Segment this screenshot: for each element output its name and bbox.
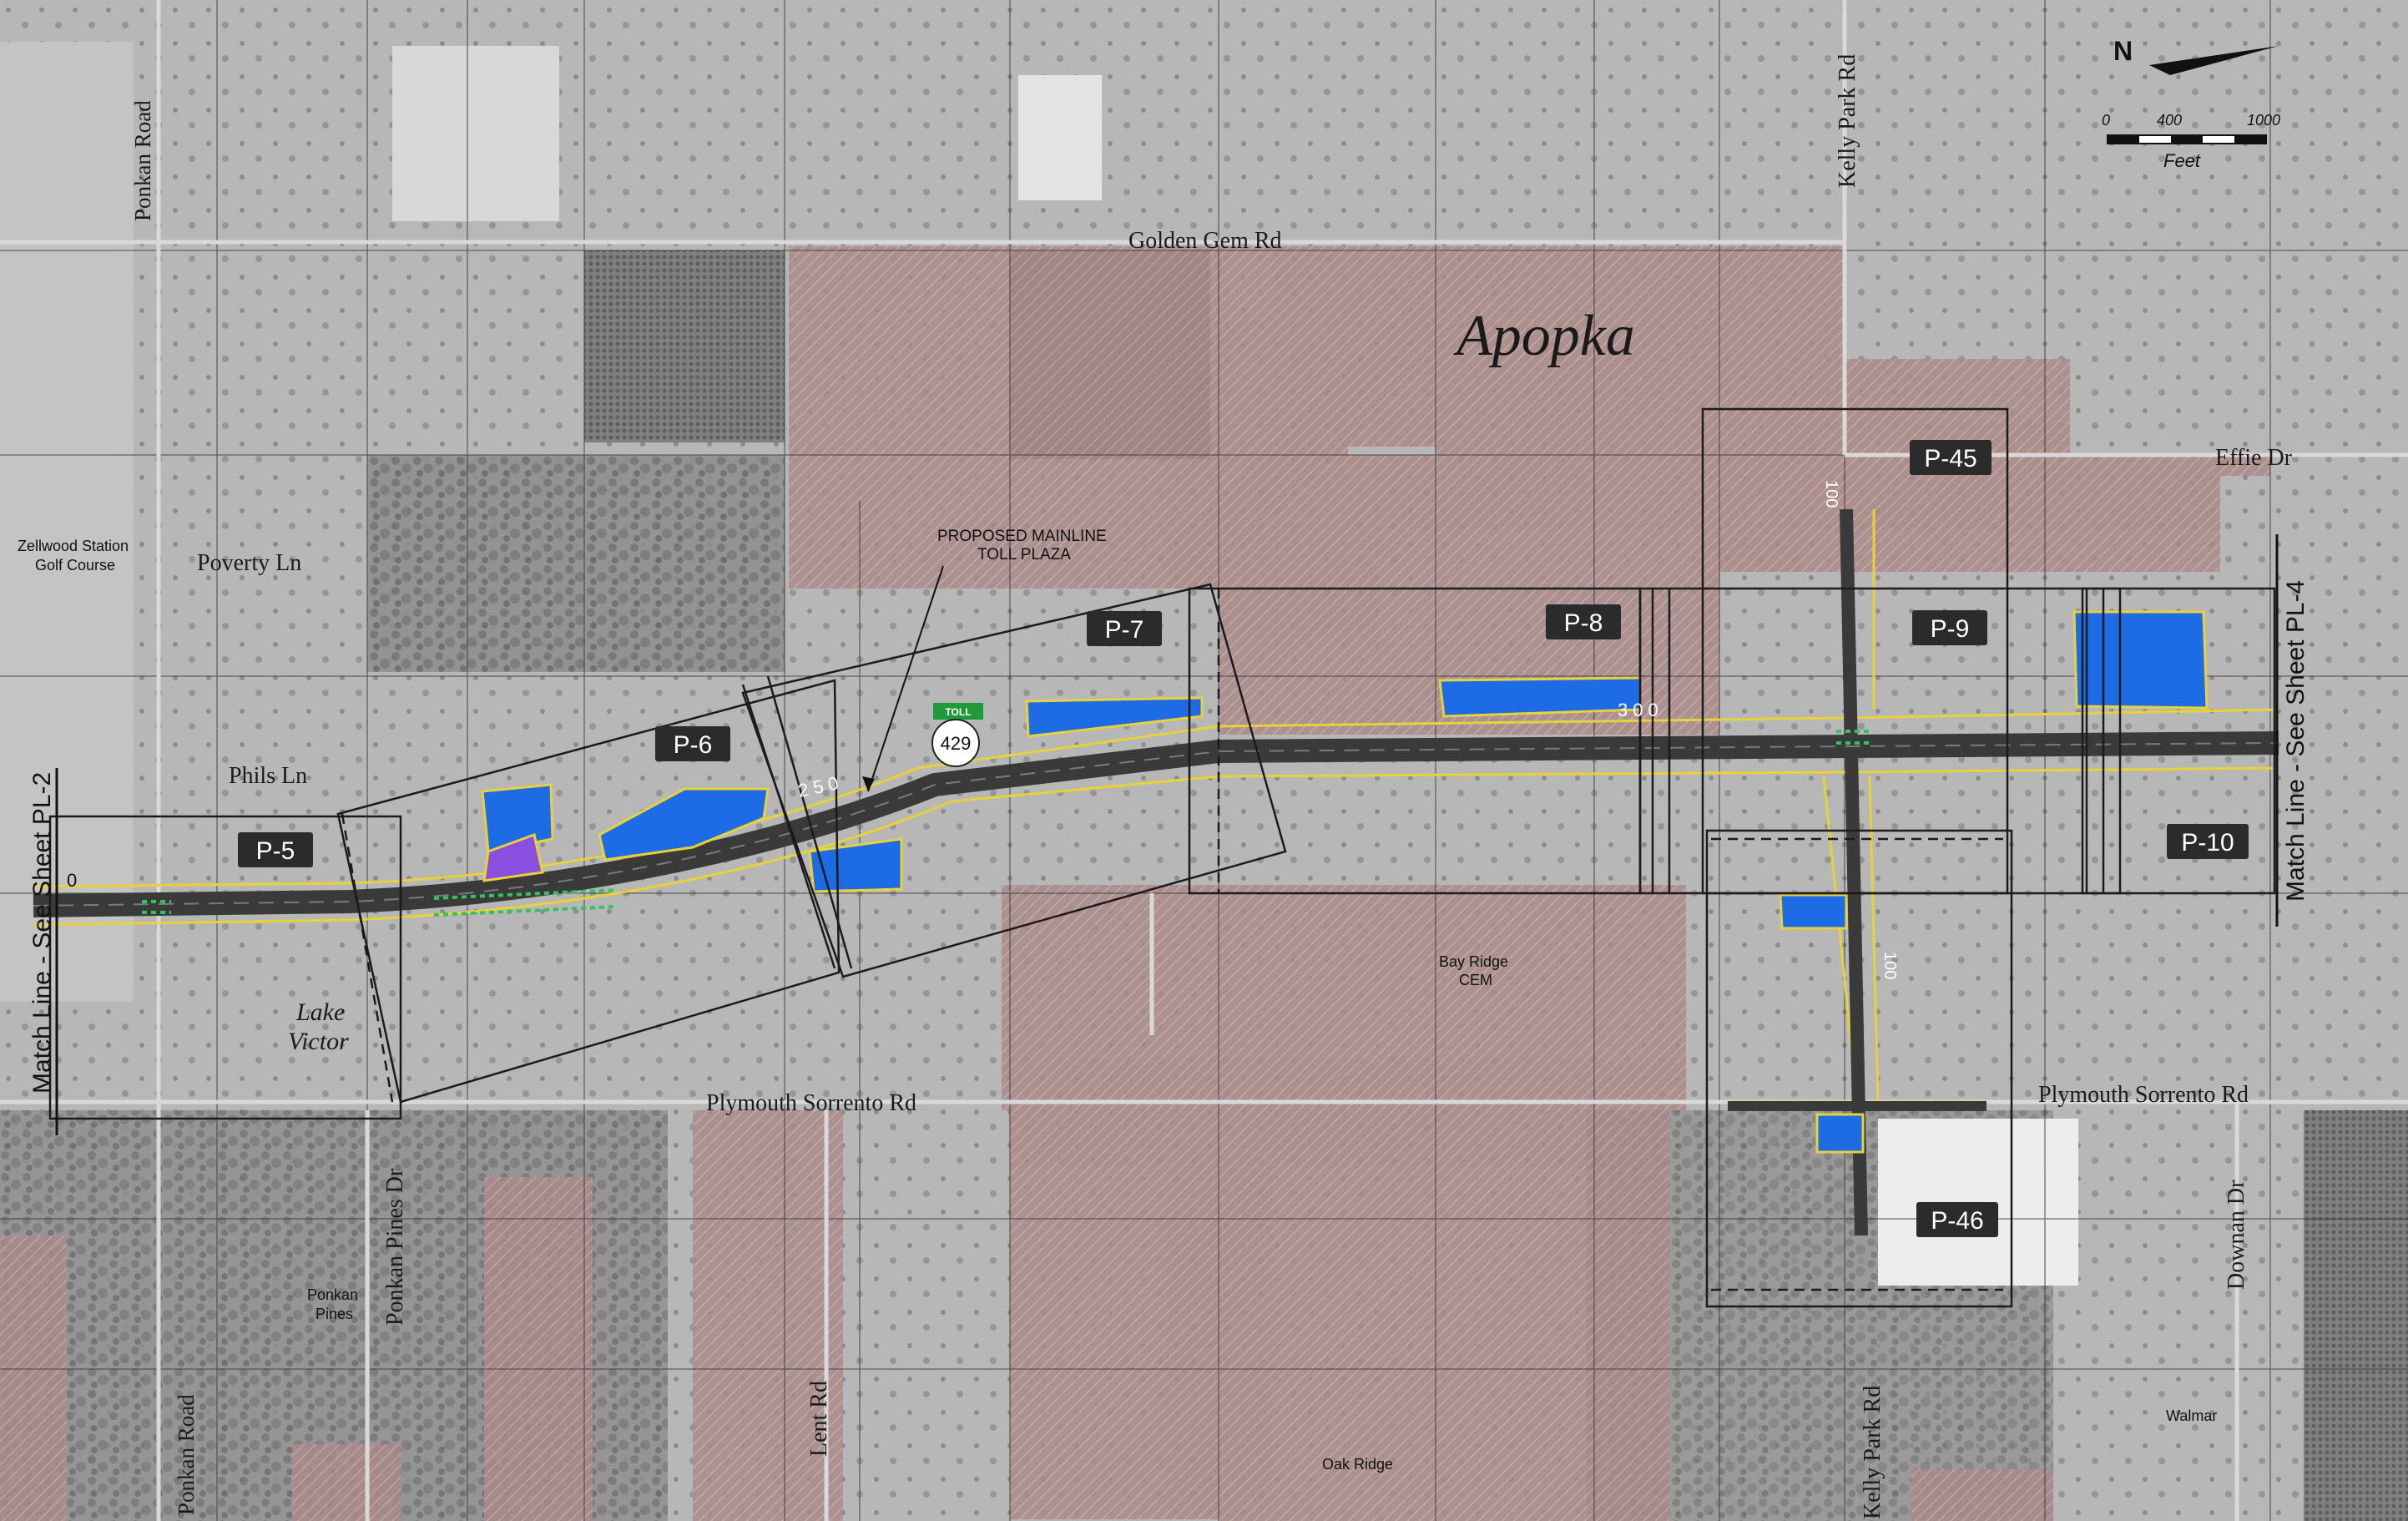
svg-text:P-46: P-46 bbox=[1931, 1207, 1983, 1235]
callout-line-1: PROPOSED MAINLINE bbox=[937, 528, 1107, 545]
scale-tick-1000: 1000 bbox=[2247, 112, 2280, 129]
station-100-south: 100 bbox=[1880, 952, 1899, 979]
station-100-north: 100 bbox=[1822, 480, 1840, 508]
road-label-ponkan-road-bottom: Ponkan Road bbox=[174, 1394, 199, 1515]
road-label-phils-ln: Phils Ln bbox=[229, 763, 307, 789]
svg-text:TOLL: TOLL bbox=[945, 706, 971, 718]
road-label-kelly-park-top: Kelly Park Rd bbox=[1835, 54, 1860, 188]
woodland-area bbox=[367, 455, 785, 672]
place-label-bay-ridge: Bay Ridge CEM bbox=[1439, 953, 1512, 988]
place-label-lake: Lake bbox=[295, 998, 345, 1026]
match-line-left-label: Match Line - See Sheet PL-2 bbox=[28, 772, 56, 1094]
stormwater-ponds bbox=[481, 610, 2209, 1154]
panel-tag-p8: P-8 bbox=[1546, 604, 1621, 639]
pond bbox=[1438, 676, 1642, 718]
panel-tag-p45: P-45 bbox=[1910, 440, 1992, 475]
panel-tag-p46: P-46 bbox=[1916, 1202, 1998, 1237]
road-label-ponkan-road-top: Ponkan Road bbox=[130, 100, 155, 221]
pond bbox=[808, 837, 903, 893]
scale-bar: 0 400 1000 Feet bbox=[2102, 112, 2280, 171]
pond bbox=[1779, 893, 1848, 930]
place-label-oak-ridge: Oak Ridge bbox=[1322, 1456, 1393, 1473]
svg-text:P-9: P-9 bbox=[1931, 615, 1970, 643]
city-label-apopka: Apopka bbox=[1453, 304, 1635, 368]
road-label-plymouth-sorrento-left: Plymouth Sorrento Rd bbox=[706, 1090, 916, 1116]
place-label-victor: Victor bbox=[288, 1028, 349, 1055]
place-label-walmar: Walmar bbox=[2166, 1407, 2217, 1424]
road-label-kelly-park-bottom: Kelly Park Rd bbox=[1860, 1386, 1886, 1519]
scale-unit: Feet bbox=[2163, 150, 2201, 171]
svg-text:P-45: P-45 bbox=[1924, 445, 1976, 472]
road-label-golden-gem: Golden Gem Rd bbox=[1128, 228, 1282, 254]
scale-tick-400: 400 bbox=[2157, 112, 2182, 129]
place-label-ponkan: Ponkan bbox=[307, 1286, 358, 1303]
station-300: 300 bbox=[1618, 700, 1663, 720]
grove-area bbox=[2304, 1110, 2408, 1521]
svg-text:P-8: P-8 bbox=[1564, 609, 1603, 637]
match-line-right-label: Match Line - See Sheet PL-4 bbox=[2282, 580, 2310, 902]
panel-tag-p6: P-6 bbox=[655, 726, 730, 761]
place-label-pines: Pines bbox=[316, 1306, 353, 1322]
road-label-plymouth-sorrento-right: Plymouth Sorrento Rd bbox=[2038, 1082, 2249, 1108]
road-label-lent-rd: Lent Rd bbox=[806, 1381, 832, 1457]
road-label-poverty-ln: Poverty Ln bbox=[197, 550, 301, 576]
pond bbox=[1025, 696, 1204, 738]
svg-text:P-5: P-5 bbox=[256, 837, 295, 865]
golf-course-area bbox=[0, 42, 134, 1002]
svg-text:429: 429 bbox=[941, 733, 972, 754]
grove-area bbox=[584, 250, 785, 442]
barrier-marks bbox=[142, 730, 1870, 917]
scale-tick-0: 0 bbox=[2102, 112, 2110, 129]
callout-line-2: TOLL PLAZA bbox=[977, 546, 1071, 563]
svg-text:P-10: P-10 bbox=[2181, 829, 2234, 857]
panel-tag-p5: P-5 bbox=[238, 832, 313, 867]
panel-tag-p9: P-9 bbox=[1912, 610, 1987, 645]
quarry-area bbox=[392, 46, 559, 221]
north-arrow: N bbox=[2113, 36, 2279, 75]
quarry-area bbox=[1018, 75, 1102, 200]
panel-tag-p10: P-10 bbox=[2167, 824, 2249, 859]
panel-tag-p7: P-7 bbox=[1087, 611, 1162, 646]
pond bbox=[482, 833, 544, 882]
svg-text:PROPOSED MAINLINE TOLL P: PROPOSED MAINLINE TOLL PLAZA bbox=[937, 528, 1111, 563]
toll-plaza-callout: PROPOSED MAINLINE TOLL PLAZA bbox=[862, 528, 1111, 792]
road-label-effie-dr: Effie Dr bbox=[2215, 445, 2293, 471]
svg-text:P-6: P-6 bbox=[674, 731, 713, 759]
sr429-toll-shield: TOLL 429 bbox=[931, 703, 983, 767]
place-label-zellwood: Zellwood Station Golf Course bbox=[18, 538, 133, 574]
north-letter: N bbox=[2113, 36, 2133, 66]
pond bbox=[1815, 1113, 1865, 1154]
road-label-downan-dr: Downan Dr bbox=[2224, 1180, 2249, 1290]
station-0: 0 bbox=[67, 870, 77, 891]
pond bbox=[2072, 610, 2209, 710]
pond bbox=[598, 787, 770, 862]
road-label-ponkan-pines-dr: Ponkan Pines Dr bbox=[382, 1168, 408, 1326]
svg-text:P-7: P-7 bbox=[1105, 616, 1144, 644]
sheet-frames bbox=[48, 407, 2276, 1308]
